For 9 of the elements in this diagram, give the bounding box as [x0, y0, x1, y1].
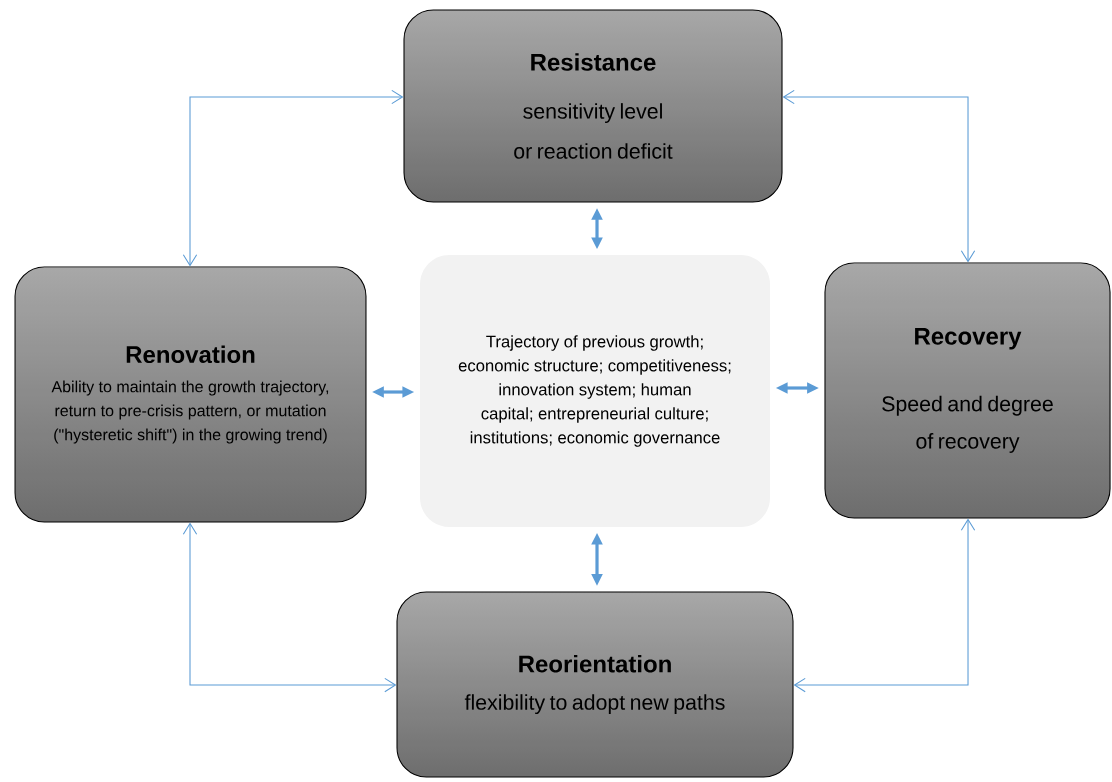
rounded-box: Recovery Speed and degree of recovery — [824, 262, 1111, 519]
arrow — [782, 89, 976, 263]
center-panel: Trajectory of previous growth; economic structure; competitiveness; innovation system; human capital; entrepreneurial culture; institutions; economic governance — [420, 255, 770, 527]
rounded-box: Renovation Ability to maintain the growth trajectory, return to pre-crisis pattern, or mutation ("hysteretic shift") in the growing trend) — [14, 266, 367, 523]
rounded-box: Reorientation flexibility to adopt new paths — [396, 591, 794, 778]
arrow — [182, 522, 397, 693]
arrow — [793, 518, 976, 693]
arrow — [182, 89, 404, 267]
rounded-box: Resistance sensitivity level or reaction deficit — [403, 9, 783, 203]
